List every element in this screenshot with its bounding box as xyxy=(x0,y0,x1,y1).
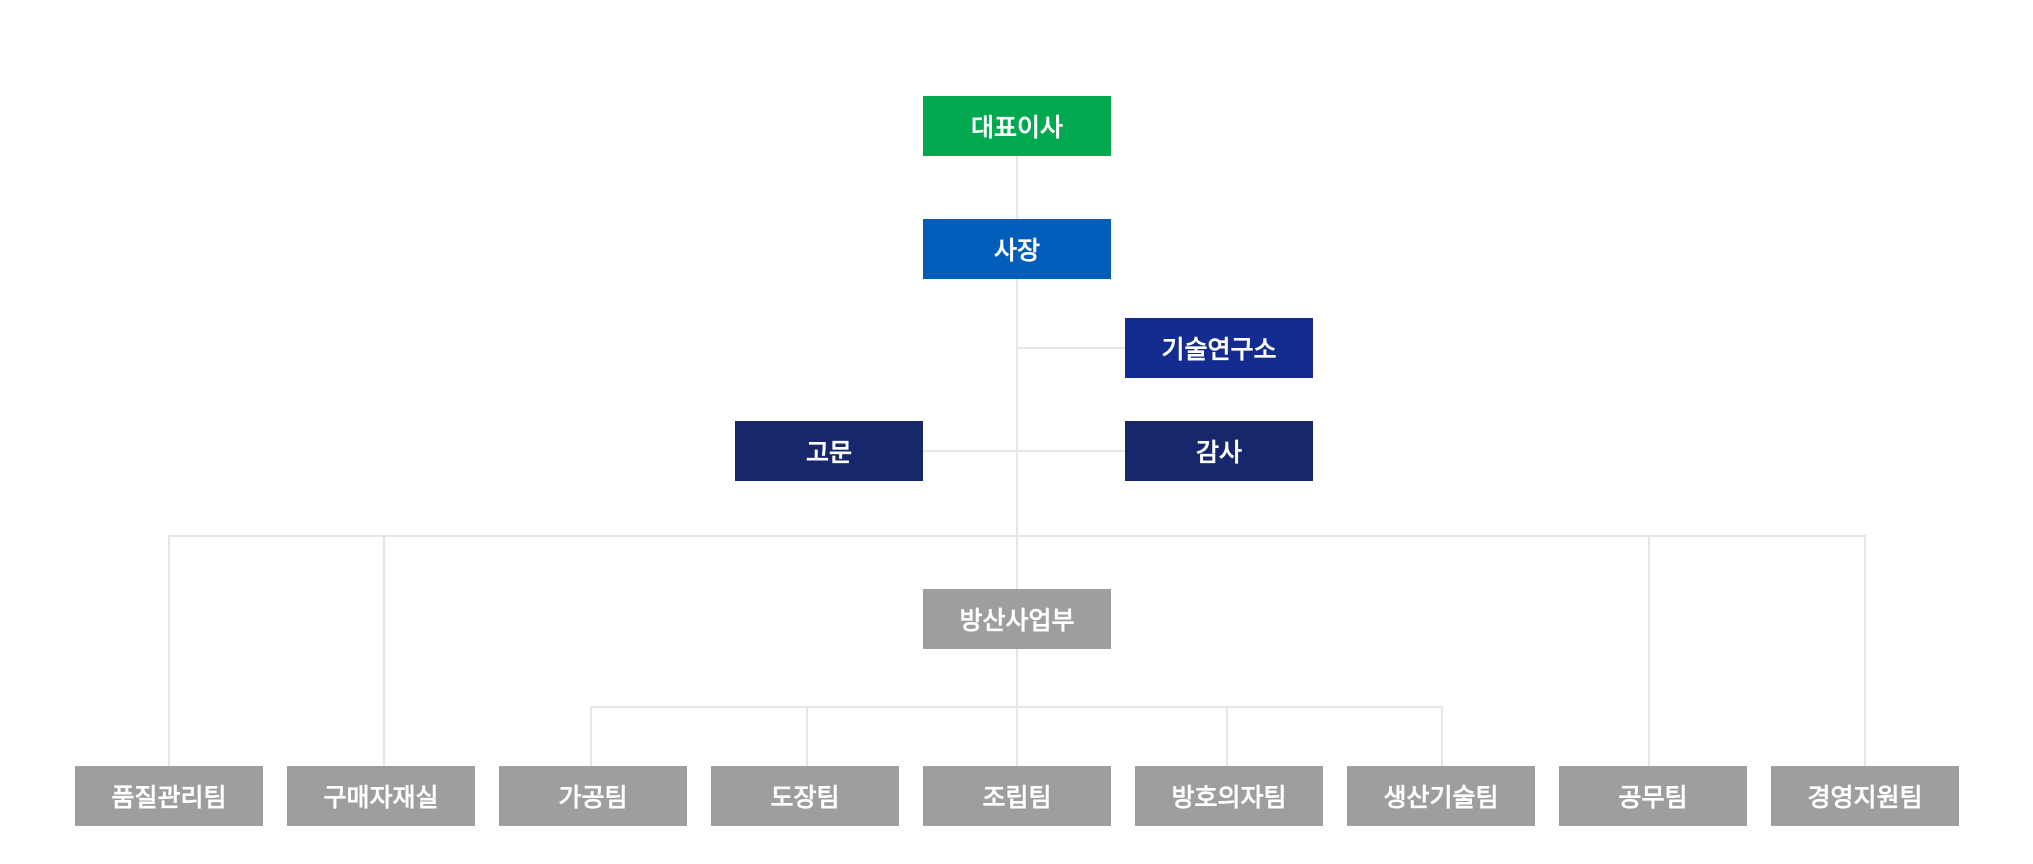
team-box-protective-chair: 방호의자팀 xyxy=(1135,766,1323,826)
connector-drop-protective-chair xyxy=(1226,706,1228,766)
ceo-box: 대표이사 xyxy=(923,96,1111,156)
team-box-painting: 도장팀 xyxy=(711,766,899,826)
connector-division-horizontal xyxy=(590,706,1443,708)
defense-division-box: 방산사업부 xyxy=(923,589,1111,649)
connector-upper-horizontal xyxy=(168,535,1865,537)
connector-research-institute xyxy=(1017,347,1125,349)
connector-drop-machining xyxy=(590,706,592,766)
team-box-assembly: 조립팀 xyxy=(923,766,1111,826)
advisor-box: 고문 xyxy=(735,421,923,481)
team-box-production-tech: 생산기술팀 xyxy=(1347,766,1535,826)
connector-drop-management xyxy=(1864,535,1866,766)
connector-drop-purchasing xyxy=(383,535,385,766)
connector-drop-facilities xyxy=(1648,535,1650,766)
team-box-facilities: 공무팀 xyxy=(1559,766,1747,826)
auditor-box: 감사 xyxy=(1125,421,1313,481)
team-box-quality-control: 품질관리팀 xyxy=(75,766,263,826)
president-box: 사장 xyxy=(923,219,1111,279)
connector-main-vertical xyxy=(1016,156,1018,766)
connector-drop-painting xyxy=(806,706,808,766)
team-box-management-support: 경영지원팀 xyxy=(1771,766,1959,826)
team-box-purchasing: 구매자재실 xyxy=(287,766,475,826)
connector-drop-production-tech xyxy=(1441,706,1443,766)
team-box-machining: 가공팀 xyxy=(499,766,687,826)
research-institute-box: 기술연구소 xyxy=(1125,318,1313,378)
connector-advisor-auditor xyxy=(922,450,1125,452)
connector-drop-quality xyxy=(168,535,170,766)
